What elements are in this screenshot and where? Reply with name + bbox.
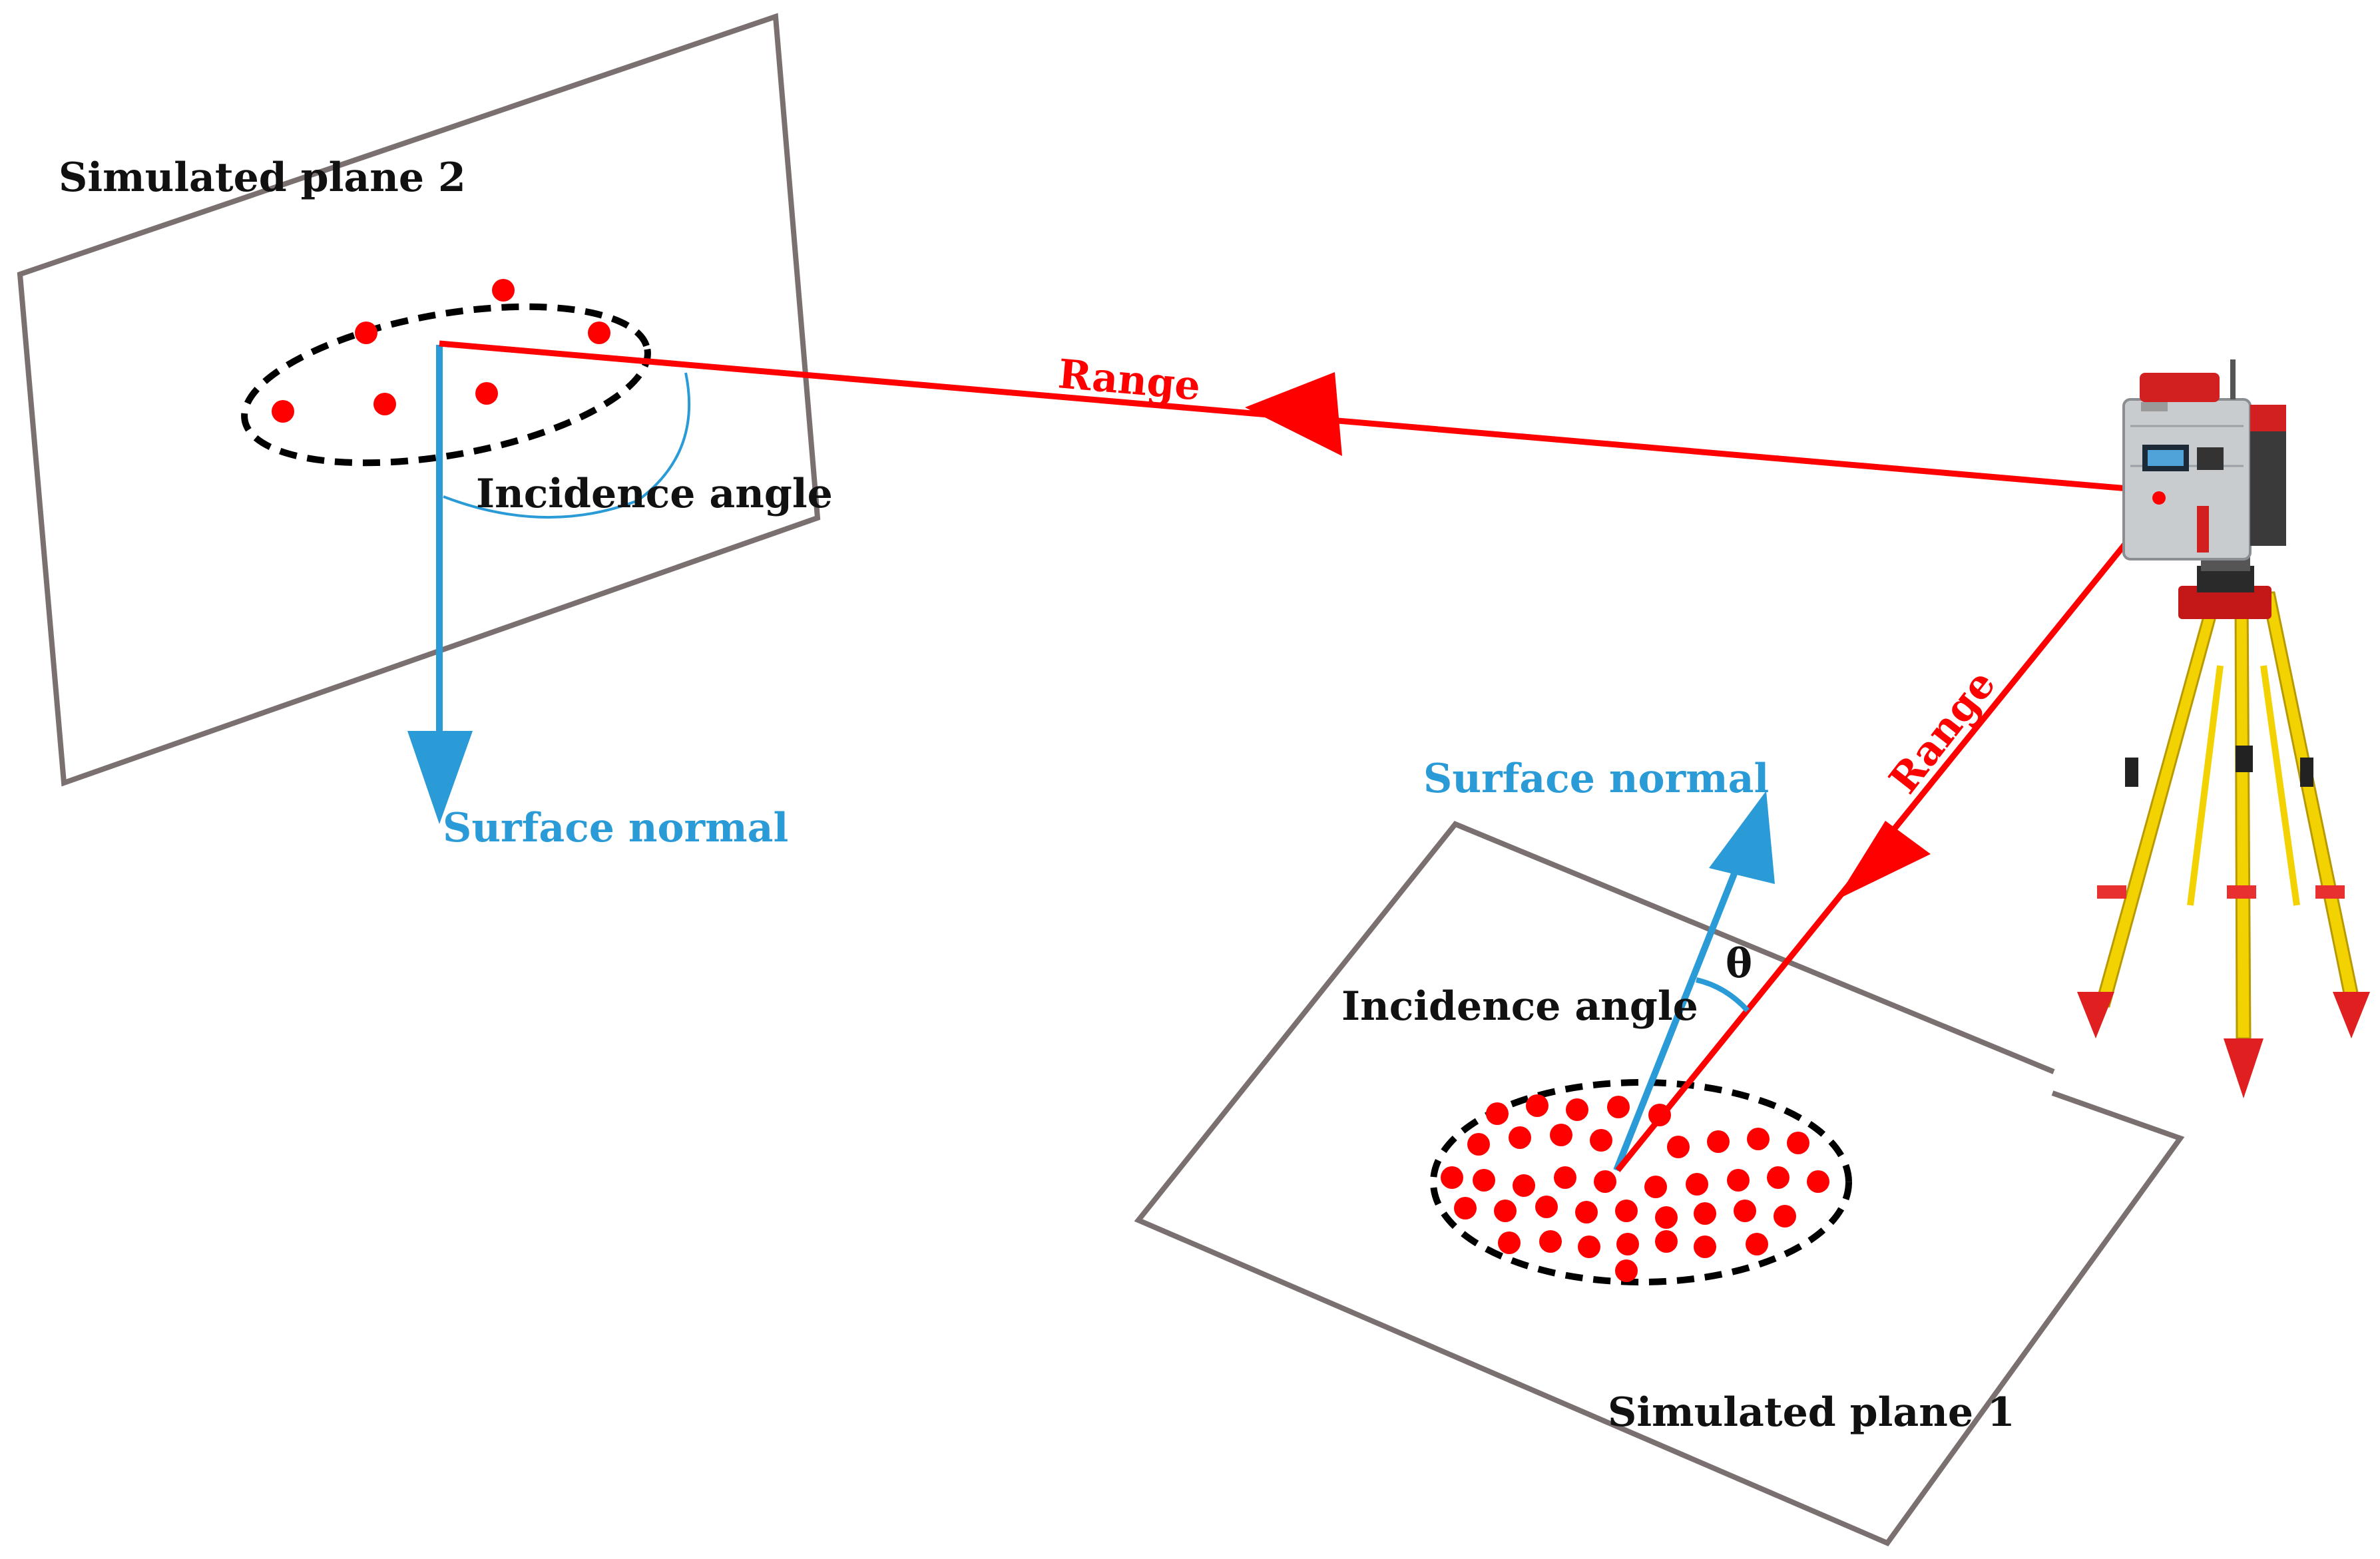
incidence-angle-arc-plane-2 bbox=[443, 372, 691, 519]
scan-point bbox=[1441, 1166, 1463, 1189]
scan-point bbox=[475, 382, 498, 405]
scan-point bbox=[1686, 1173, 1708, 1196]
surface-normal-label-bottom: Surface normal bbox=[1423, 756, 1769, 802]
scan-point bbox=[272, 400, 294, 423]
scan-point bbox=[1767, 1166, 1789, 1189]
scan-point bbox=[1655, 1230, 1678, 1253]
scan-point bbox=[1467, 1133, 1490, 1156]
scan-point bbox=[1747, 1128, 1770, 1150]
scan-point bbox=[1644, 1176, 1667, 1198]
scan-point bbox=[1494, 1200, 1517, 1222]
range-label-diagonal: Range bbox=[1881, 662, 2005, 803]
scan-point bbox=[1454, 1197, 1477, 1220]
scan-point bbox=[1498, 1231, 1521, 1254]
scan-point bbox=[1694, 1235, 1716, 1258]
scan-point bbox=[588, 322, 610, 344]
plane-1-title: Simulated plane 1 bbox=[1608, 1389, 2015, 1436]
scan-point bbox=[1486, 1102, 1509, 1125]
simulated-plane-2 bbox=[17, 13, 821, 787]
scan-point bbox=[1707, 1130, 1730, 1153]
scan-point bbox=[1575, 1201, 1598, 1224]
surface-normal-arrow-plane-1 bbox=[1613, 864, 1741, 1172]
scan-point bbox=[373, 393, 396, 415]
laser-scanner-on-tripod-icon bbox=[2077, 359, 2370, 1098]
scan-point bbox=[355, 322, 377, 344]
scan-point bbox=[1615, 1259, 1638, 1282]
range-arrowhead-plane-2 bbox=[1245, 372, 1342, 456]
range-arrowhead-plane-1 bbox=[1836, 821, 1931, 900]
theta-arc bbox=[1696, 977, 1750, 1012]
scan-point bbox=[1509, 1126, 1531, 1149]
scan-point bbox=[1727, 1169, 1750, 1192]
footprint-ellipse-plane-1 bbox=[1430, 1079, 1852, 1285]
scan-point bbox=[1550, 1124, 1572, 1146]
scan-point bbox=[1667, 1136, 1690, 1158]
scan-point bbox=[1787, 1132, 1809, 1154]
plane-2-title: Simulated plane 2 bbox=[59, 154, 466, 201]
scan-point bbox=[1473, 1169, 1495, 1192]
theta-label: θ bbox=[1726, 941, 1752, 987]
scan-point bbox=[1535, 1196, 1558, 1218]
scan-point bbox=[1566, 1098, 1588, 1121]
point-cloud-plane-2 bbox=[272, 279, 610, 423]
scan-point bbox=[1615, 1200, 1638, 1222]
simulated-plane-1 bbox=[1134, 821, 2185, 1546]
scan-point bbox=[1655, 1206, 1678, 1229]
scan-point bbox=[1578, 1235, 1600, 1258]
scan-point bbox=[1590, 1129, 1612, 1152]
incidence-angle-label-top: Incidence angle bbox=[476, 471, 833, 517]
scan-point bbox=[1594, 1170, 1616, 1193]
surface-normal-label-top: Surface normal bbox=[443, 805, 788, 851]
scan-point bbox=[1607, 1096, 1630, 1118]
incidence-angle-label-bottom: Incidence angle bbox=[1341, 983, 1698, 1030]
scan-point bbox=[1539, 1230, 1562, 1253]
scan-point bbox=[492, 279, 515, 302]
scan-point bbox=[1774, 1205, 1796, 1227]
point-cloud-plane-1 bbox=[1441, 1094, 1829, 1282]
scan-point bbox=[1734, 1200, 1756, 1222]
scan-point bbox=[1616, 1233, 1639, 1255]
scan-point bbox=[1554, 1166, 1576, 1189]
scan-point bbox=[1526, 1094, 1548, 1117]
scan-point bbox=[1694, 1202, 1716, 1225]
scan-point bbox=[1746, 1233, 1768, 1255]
scan-point bbox=[1513, 1174, 1535, 1197]
surface-normal-arrowhead-plane-1 bbox=[1709, 791, 1775, 884]
scan-point bbox=[1807, 1170, 1829, 1193]
surface-normal-arrowhead-plane-2 bbox=[407, 731, 473, 824]
footprint-ellipse-plane-2 bbox=[241, 303, 651, 467]
